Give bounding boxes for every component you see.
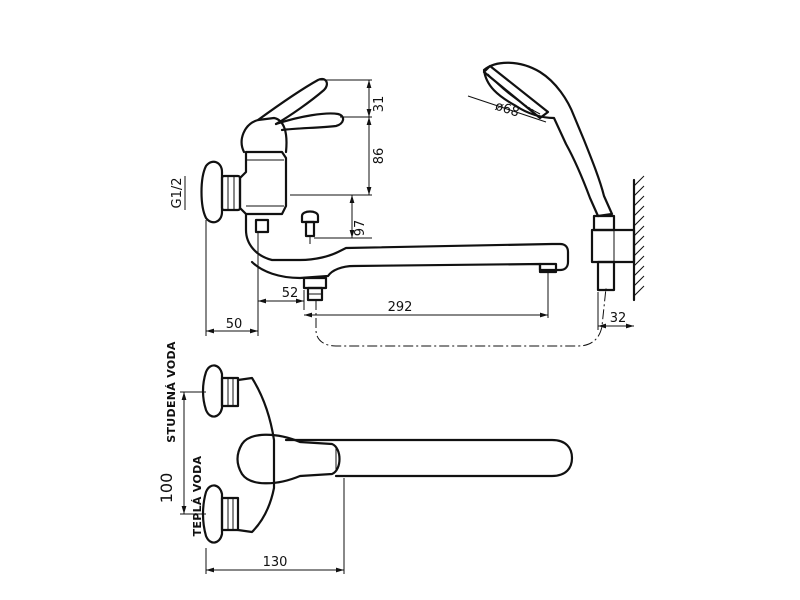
top-cold-inlet [201,364,240,418]
side-view: 31 86 97 52 292 50 32 G1/2 ø68 [170,61,645,347]
side-lever-tip [274,112,345,132]
side-shower-head [482,61,636,292]
top-hot-inlet [201,484,240,544]
side-cartridge-cap [240,116,288,154]
side-hose-connector [302,276,328,302]
side-hose-path [315,287,607,347]
dim-86: 86 [372,148,387,165]
dim-292: 292 [388,300,413,315]
dim-thread-g12: G1/2 [170,178,185,209]
dim-50: 50 [226,317,243,332]
side-lever [256,77,328,126]
dim-31: 31 [372,96,387,113]
dim-130: 130 [263,555,288,570]
top-spout [284,438,574,478]
top-handle [236,433,341,485]
side-wall-connector [200,160,242,224]
side-spout [244,212,570,280]
dim-100: 100 [157,473,176,504]
label-hot-water: TEPLÁ VODA [191,455,204,536]
top-view: 130 100 STUDENÁ VODA TEPLÁ VODA [157,341,574,574]
dim-head-diameter: ø68 [493,99,521,121]
dim-97: 97 [353,220,368,237]
top-body [236,376,276,534]
label-cold-water: STUDENÁ VODA [165,341,178,443]
side-mixer-body [238,150,288,216]
dim-52: 52 [282,286,299,301]
side-dimension-lines [184,80,634,334]
dim-32: 32 [610,311,627,326]
side-diverter [300,210,320,244]
side-wall-hatch [632,175,645,302]
